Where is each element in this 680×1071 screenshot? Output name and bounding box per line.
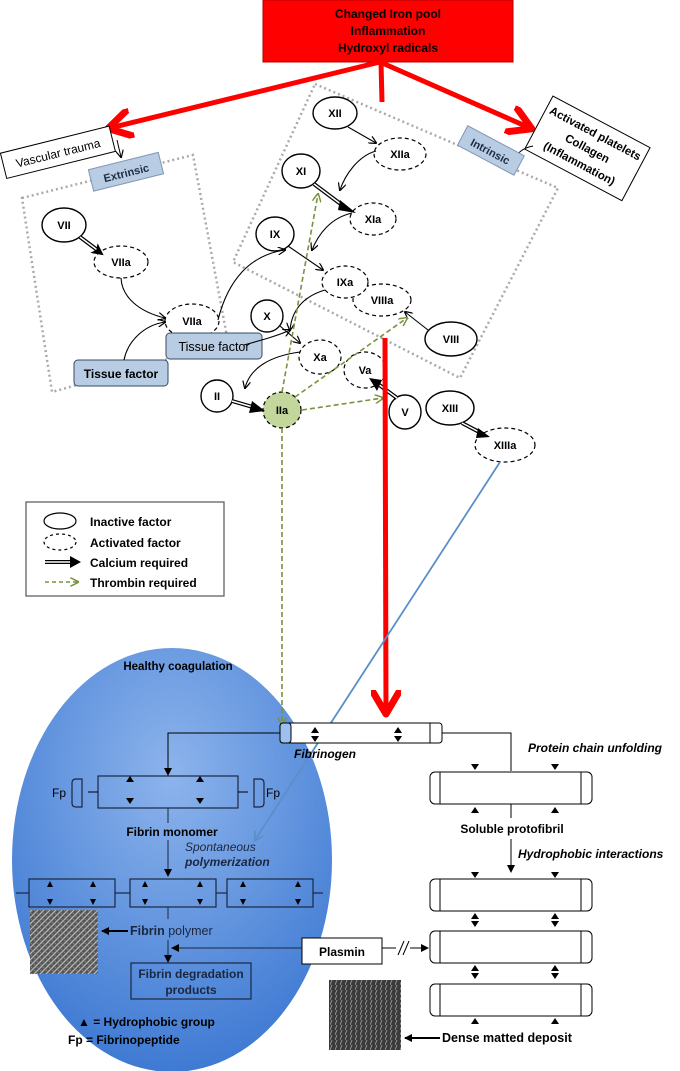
factor-IX-label: IX bbox=[270, 229, 281, 241]
factor-II: II bbox=[200, 379, 234, 413]
factor-X-label: X bbox=[263, 311, 271, 323]
trigger-line-2: Inflammation bbox=[351, 24, 426, 38]
dense-matted-deposit-label: Dense matted deposit bbox=[442, 1031, 573, 1045]
factor-IXa: IXa bbox=[321, 265, 369, 299]
tissue-factor-1-label: Tissue factor bbox=[84, 367, 159, 381]
factor-XII: XII bbox=[312, 96, 358, 130]
factor-X: X bbox=[250, 299, 284, 333]
plasmin-box: Plasmin bbox=[301, 937, 383, 965]
fp-label-right: Fp bbox=[266, 786, 280, 800]
fp-label-left: Fp bbox=[52, 786, 66, 800]
factor-VIII: VIII bbox=[424, 321, 478, 357]
factor-XIII-label: XIII bbox=[442, 403, 459, 415]
factor-XIIIa-label: XIIIa bbox=[494, 440, 518, 452]
plasmin-label: Plasmin bbox=[319, 945, 365, 959]
legend-solid-ellipse-icon bbox=[43, 512, 77, 530]
key-hydrophobic-group: ▲ = Hydrophobic group bbox=[78, 1015, 215, 1029]
factor-IX: IX bbox=[255, 216, 295, 252]
cascade-arrows bbox=[78, 126, 429, 388]
factor-XIa: XIa bbox=[349, 202, 397, 236]
factor-VIIIa: VIIIa bbox=[352, 283, 412, 317]
red-stub bbox=[378, 61, 385, 103]
soluble-protofibril-label: Soluble protofibril bbox=[460, 822, 563, 836]
factor-Xa: Xa bbox=[298, 339, 342, 375]
factor-XI: XI bbox=[281, 153, 321, 189]
factor-XIIa-label: XIIa bbox=[390, 149, 410, 161]
red-arrow-intrinsic bbox=[378, 59, 530, 128]
trigger-line-3: Hydroxyl radicals bbox=[338, 41, 438, 55]
thrombin-arrows bbox=[282, 194, 407, 725]
legend-calcium-label: Calcium required bbox=[90, 556, 188, 570]
protein-chain-unfolding-label: Protein chain unfolding bbox=[528, 741, 663, 755]
degradation-line-2: products bbox=[165, 983, 217, 997]
legend-calcium-arrow-icon bbox=[45, 556, 81, 568]
degradation-line-1: Fibrin degradation bbox=[138, 967, 243, 981]
factor-VII: VII bbox=[41, 207, 87, 243]
fibrinogen-label: Fibrinogen bbox=[294, 747, 356, 761]
factor-VIIa-2-label: VIIa bbox=[182, 316, 202, 328]
polymerization-label: polymerization bbox=[184, 855, 270, 869]
tissue-factor-box-2: Tissue factor bbox=[165, 332, 263, 360]
healthy-coagulation-title: Healthy coagulation bbox=[123, 661, 232, 673]
factor-V-label: V bbox=[401, 407, 409, 419]
legend-thrombin-label: Thrombin required bbox=[90, 576, 197, 590]
trigger-line-1: Changed Iron pool bbox=[335, 7, 441, 21]
dense-deposit-micrograph bbox=[329, 980, 401, 1050]
legend-activated-label: Activated factor bbox=[90, 536, 181, 550]
factor-XI-label: XI bbox=[296, 166, 306, 178]
spontaneous-label: Spontaneous bbox=[185, 840, 256, 854]
legend: Inactive factor Activated factor Calcium… bbox=[25, 501, 225, 597]
key-fibrinopeptide: Fp = Fibrinopeptide bbox=[68, 1033, 180, 1047]
legend-dashed-ellipse-icon bbox=[43, 533, 77, 551]
fibrinogen-molecule bbox=[279, 722, 443, 744]
factor-XIIa: XIIa bbox=[373, 137, 427, 171]
factor-VII-label: VII bbox=[57, 220, 70, 232]
factor-Va-label: Va bbox=[359, 365, 373, 377]
factor-Xa-label: Xa bbox=[313, 352, 327, 364]
healthy-coagulation-region bbox=[12, 648, 332, 1071]
trigger-box: Changed Iron pool Inflammation Hydroxyl … bbox=[262, 0, 514, 63]
tissue-factor-2-label: Tissue factor bbox=[178, 340, 249, 354]
fibrin-monomer-label: Fibrin monomer bbox=[126, 825, 218, 839]
aggregate-molecule-stack bbox=[429, 872, 593, 1024]
fibrin-polymer-chain bbox=[16, 878, 323, 908]
fibrin-polymer-label: Fibrin polymer bbox=[130, 924, 213, 938]
intrinsic-label-box: Intrinsic bbox=[456, 125, 525, 176]
factor-V: V bbox=[388, 394, 422, 430]
factor-XIIIa: XIIIa bbox=[474, 427, 536, 463]
factor-II-label: II bbox=[214, 391, 220, 403]
factor-XIII: XIII bbox=[425, 390, 475, 426]
xiiia-crosslink-line bbox=[255, 461, 501, 840]
factor-IIa-label: IIa bbox=[276, 405, 289, 417]
factor-VIIIa-label: VIIIa bbox=[371, 295, 395, 307]
fibrin-degradation-box: Fibrin degradation products bbox=[130, 962, 252, 1000]
polymer-hydrophobic-markers bbox=[47, 881, 301, 905]
factor-XII-label: XII bbox=[328, 108, 341, 120]
extrinsic-label-box: Extrinsic bbox=[87, 151, 165, 192]
factor-VIIa-1-label: VIIa bbox=[111, 257, 131, 269]
red-arrow-down bbox=[385, 337, 386, 712]
factor-IXa-label: IXa bbox=[337, 277, 354, 289]
factor-XIa-label: XIa bbox=[365, 214, 382, 226]
intrinsic-trigger-box: Activated platelets Collagen (Inflammati… bbox=[524, 95, 651, 202]
hydrophobic-interactions-label: Hydrophobic interactions bbox=[518, 847, 664, 861]
tissue-factor-box-1: Tissue factor bbox=[73, 359, 169, 387]
factor-VIII-label: VIII bbox=[443, 334, 460, 346]
factor-VIIa-2: VIIa bbox=[164, 303, 220, 339]
legend-inactive-label: Inactive factor bbox=[90, 515, 172, 529]
factor-VIIa-1: VIIa bbox=[93, 245, 149, 279]
red-arrow-extrinsic bbox=[110, 59, 381, 128]
fibrin-network-micrograph bbox=[30, 910, 98, 974]
